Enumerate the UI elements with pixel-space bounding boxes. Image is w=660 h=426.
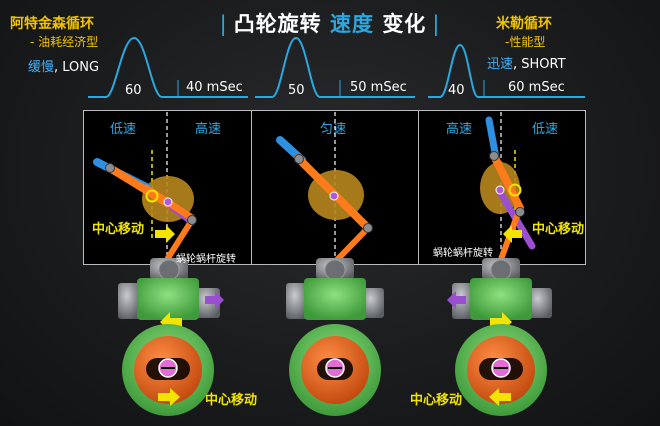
page-title: |凸轮旋转 速度 变化| <box>0 8 660 38</box>
panel-3-left-label: 高速 <box>446 122 473 137</box>
purple-arrow-3 <box>447 291 466 309</box>
curve-2-duration: 50 mSec <box>350 80 407 95</box>
atkinson-title: 阿特金森循环 <box>10 16 94 32</box>
curve-1-duration: 40 mSec <box>186 80 243 95</box>
worm-rotate-label-3: 蜗轮蜗杆旋转 <box>433 248 493 259</box>
miller-subtitle: -性能型 <box>505 35 546 49</box>
title-part3: 变化 <box>382 12 427 36</box>
arrow-right-1 <box>155 225 175 243</box>
panel-1-left-label: 低速 <box>110 122 137 137</box>
curve-1-number: 60 <box>125 83 142 98</box>
offset-center-3 <box>508 183 522 197</box>
housing-2 <box>286 258 384 416</box>
atkinson-subtitle: - 油耗经济型 <box>30 35 99 49</box>
panel-1-right-label: 高速 <box>195 122 222 137</box>
arrow-right-bottom-1 <box>158 388 180 406</box>
miller-speed: 迅速, SHORT <box>487 53 566 72</box>
cam-curve-miller <box>428 43 585 98</box>
pin-1b <box>187 215 197 225</box>
cam-center-3 <box>495 185 505 195</box>
panel-2-label: 匀速 <box>320 122 347 137</box>
center-move-label-3: 中心移动 <box>532 222 585 237</box>
center-move-label-bottom-3: 中心移动 <box>410 393 463 408</box>
curve-2-number: 50 <box>288 83 305 98</box>
cam-curve-even <box>255 36 415 98</box>
pin-3b <box>515 207 525 217</box>
title-part2: 速度 <box>330 12 374 36</box>
worm-rotate-label-1: 蜗轮蜗杆旋转 <box>176 254 236 265</box>
cam-center-2 <box>329 191 339 201</box>
curve-3-duration: 60 mSec <box>508 80 565 95</box>
pin-1a <box>105 163 115 173</box>
title-divider-right: | <box>432 12 441 36</box>
arrow-left-bottom-3 <box>489 388 511 406</box>
housing-3 <box>447 258 552 416</box>
title-divider-left: | <box>219 12 228 36</box>
panel-3-right-label: 低速 <box>532 122 559 137</box>
center-move-label-bottom-1: 中心移动 <box>205 393 258 408</box>
mechanism-miller <box>480 112 536 300</box>
atkinson-speed: 缓慢, LONG <box>28 56 99 75</box>
pin-3a <box>489 151 499 161</box>
miller-speed-en: , SHORT <box>513 57 566 72</box>
atkinson-speed-cn: 缓慢 <box>28 60 55 75</box>
offset-center-1 <box>145 189 159 203</box>
cam-curve-atkinson <box>88 36 248 98</box>
atkinson-speed-en: , LONG <box>54 60 100 75</box>
cam-center-1 <box>163 197 173 207</box>
arrow-left-3 <box>503 225 522 243</box>
housing-1 <box>118 258 224 416</box>
mechanism-even <box>276 112 373 300</box>
purple-arrow-1 <box>205 291 224 309</box>
miller-speed-cn: 迅速 <box>487 57 514 72</box>
pin-2a <box>294 154 304 164</box>
pin-2b <box>363 223 373 233</box>
title-part1: 凸轮旋转 <box>233 12 322 36</box>
miller-title: 米勒循环 <box>496 16 552 32</box>
center-move-label-1: 中心移动 <box>92 222 145 237</box>
curve-3-number: 40 <box>448 83 465 98</box>
link-orange-3 <box>490 152 524 212</box>
